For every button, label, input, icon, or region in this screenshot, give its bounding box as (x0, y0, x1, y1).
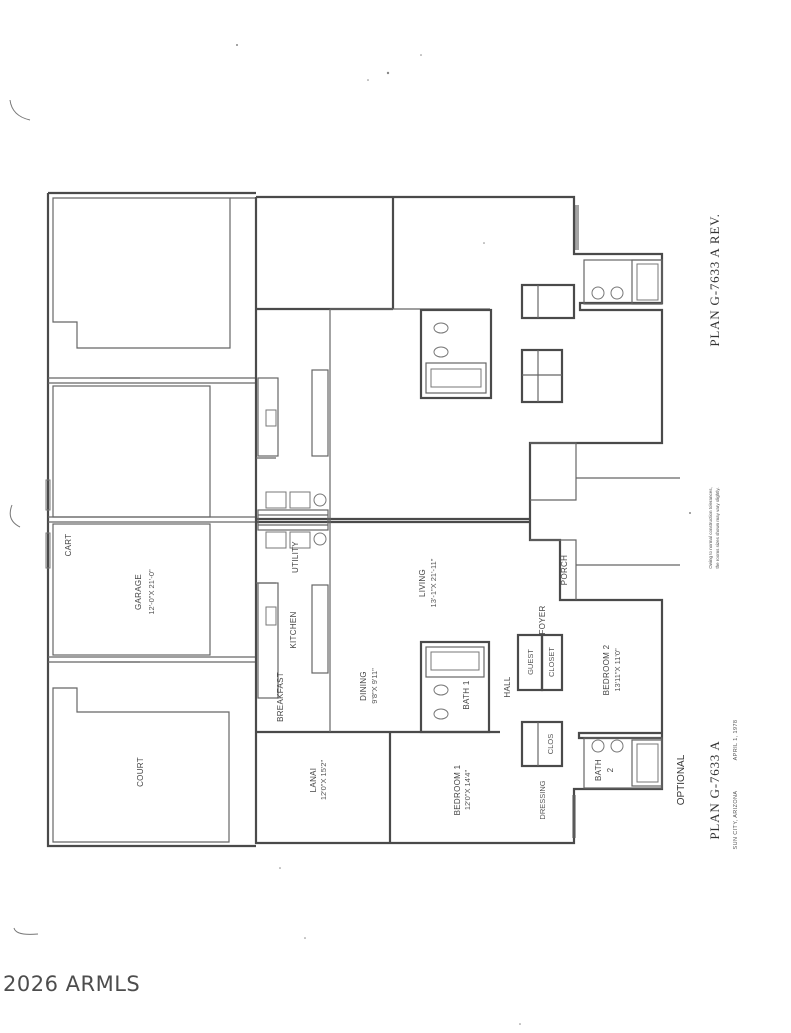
parking-structure (45, 191, 256, 848)
label-cart: CART (64, 534, 73, 557)
label-guest: GUEST (526, 649, 535, 675)
label-clos: CLOS (546, 734, 555, 754)
plan-location: SUN CITY, ARIZONA (733, 791, 739, 850)
tolerance-note-2: the rooms sizes shown may vary slightly. (715, 487, 720, 568)
label-dressing: DRESSING (538, 780, 547, 819)
plan-title: PLAN G-7633 A (707, 740, 722, 839)
label-dining-dim: 9'8"X 9'11" (370, 668, 379, 704)
plan-date: APRIL 1, 1978 (733, 720, 739, 761)
label-kitchen: KITCHEN (289, 611, 298, 648)
label-utility: UTILITY (291, 541, 300, 573)
room-labels: COURT GARAGE 12'-0"X 21'-0" CART LANAI 1… (64, 534, 622, 820)
scan-smudge-3 (13, 927, 39, 935)
closets (516, 283, 576, 768)
label-hall: HALL (503, 676, 512, 697)
house-walls (254, 195, 664, 845)
label-lanai: LANAI (309, 768, 318, 793)
scan-smudge-2 (9, 504, 21, 528)
label-bath-1: BATH 1 (462, 680, 471, 709)
utility-core (257, 491, 329, 549)
scan-smudge (9, 99, 31, 121)
tolerance-note-1: Owing to normal construction tolerances, (708, 487, 713, 569)
label-bath-2-num: 2 (606, 767, 615, 772)
porch-walkway (530, 442, 680, 600)
optional-label: OPTIONAL (676, 754, 687, 805)
label-garage: GARAGE (134, 574, 143, 610)
title-block: PLAN G-7633 A REV. PLAN G-7633 A SUN CIT… (676, 213, 739, 849)
label-foyer: FOYER (538, 605, 547, 634)
upper-right-bath (583, 259, 663, 305)
label-breakfast: BREAKFAST (276, 672, 285, 722)
label-bedroom-1-dim: 12'0"X 14'4" (463, 770, 472, 811)
label-bedroom-2-dim: 13'11"X 11'0" (613, 648, 622, 692)
copyright-watermark: 2026 ARMLS (3, 972, 141, 996)
upper-bath (419, 308, 493, 400)
window-marks (100, 205, 579, 838)
kitchen-counters (257, 369, 329, 699)
label-dining: DINING (359, 671, 368, 701)
label-lanai-dim: 12'0"X 15'2" (319, 760, 328, 801)
label-bath-2: BATH (594, 759, 603, 781)
label-porch: PORCH (560, 555, 569, 585)
bath-2 (583, 737, 663, 789)
bath-1 (419, 640, 491, 734)
label-court: COURT (136, 757, 145, 787)
label-living-dim: 13'-1"X 21'-11" (429, 558, 438, 607)
label-bedroom-2: BEDROOM 2 (602, 644, 611, 695)
label-living: LIVING (418, 569, 427, 597)
label-closet: CLOSET (547, 647, 556, 677)
label-bedroom-1: BEDROOM 1 (453, 764, 462, 815)
scan-marks (236, 44, 691, 1025)
label-garage-dim: 12'-0"X 21'-0" (147, 569, 156, 615)
plan-rev-title: PLAN G-7633 A REV. (707, 213, 722, 346)
